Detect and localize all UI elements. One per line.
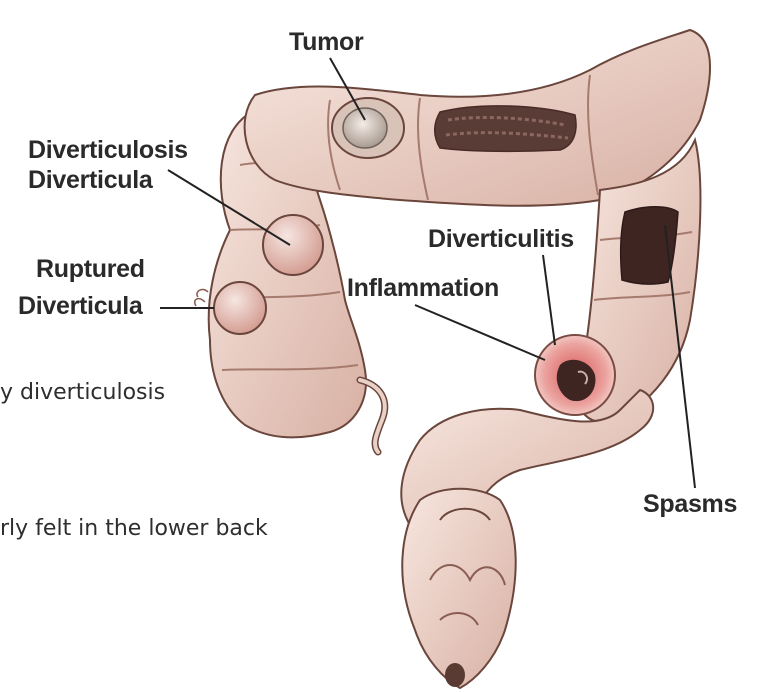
label-tumor: Tumor	[289, 28, 363, 57]
leader-inflammation	[415, 305, 545, 360]
rectum	[402, 489, 515, 688]
label-diverticulosis: Diverticulosis	[28, 136, 188, 165]
leader-diverticulitis	[543, 255, 555, 345]
label-ruptured: Ruptured	[36, 255, 145, 284]
label-diverticulitis: Diverticulitis	[428, 225, 574, 254]
label-ruptured-diverticula: Diverticula	[18, 292, 143, 321]
label-diverticula: Diverticula	[28, 166, 153, 195]
side-text-line-2: rly felt in the lower back	[0, 516, 268, 541]
tumor-mass	[332, 98, 404, 158]
label-inflammation: Inflammation	[347, 274, 499, 303]
label-spasms: Spasms	[643, 490, 737, 519]
side-text-line-1: y diverticulosis	[0, 380, 165, 405]
